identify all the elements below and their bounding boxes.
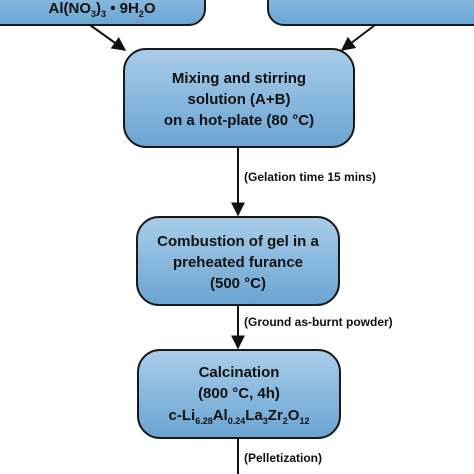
mixing-line-2: solution (A+B) xyxy=(188,91,291,108)
precursor-b-box xyxy=(267,0,474,26)
ground-label: (Ground as-burnt powder) xyxy=(244,315,393,329)
arrow-b-to-mixing xyxy=(340,24,376,51)
mixing-line-3: on a hot-plate (80 °C) xyxy=(164,112,314,129)
calcination-formula: c-Li6.28Al0.24La3Zr2O12 xyxy=(169,407,310,426)
combustion-box: Combustion of gel in a preheated furance… xyxy=(136,216,340,306)
combustion-line-1: Combustion of gel in a xyxy=(157,233,319,250)
pelletization-label: (Pelletization) xyxy=(244,451,322,465)
mixing-line-1: Mixing and stirring xyxy=(172,70,306,87)
mixing-box: Mixing and stirring solution (A+B) on a … xyxy=(123,48,355,148)
arrow-a-to-mixing xyxy=(89,24,127,51)
precursor-a-formula: Al(NO3)3 • 9H2O xyxy=(49,0,156,19)
combustion-line-2: preheated furance xyxy=(173,254,303,271)
gelation-label: (Gelation time 15 mins) xyxy=(244,170,376,184)
calcination-line-2: (800 °C, 4h) xyxy=(198,385,280,402)
calcination-box: Calcination (800 °C, 4h) c-Li6.28Al0.24L… xyxy=(137,349,341,439)
calcination-line-1: Calcination xyxy=(199,364,280,381)
combustion-line-3: (500 °C) xyxy=(210,275,266,292)
precursor-a-box: Al(NO3)3 • 9H2O xyxy=(0,0,206,26)
